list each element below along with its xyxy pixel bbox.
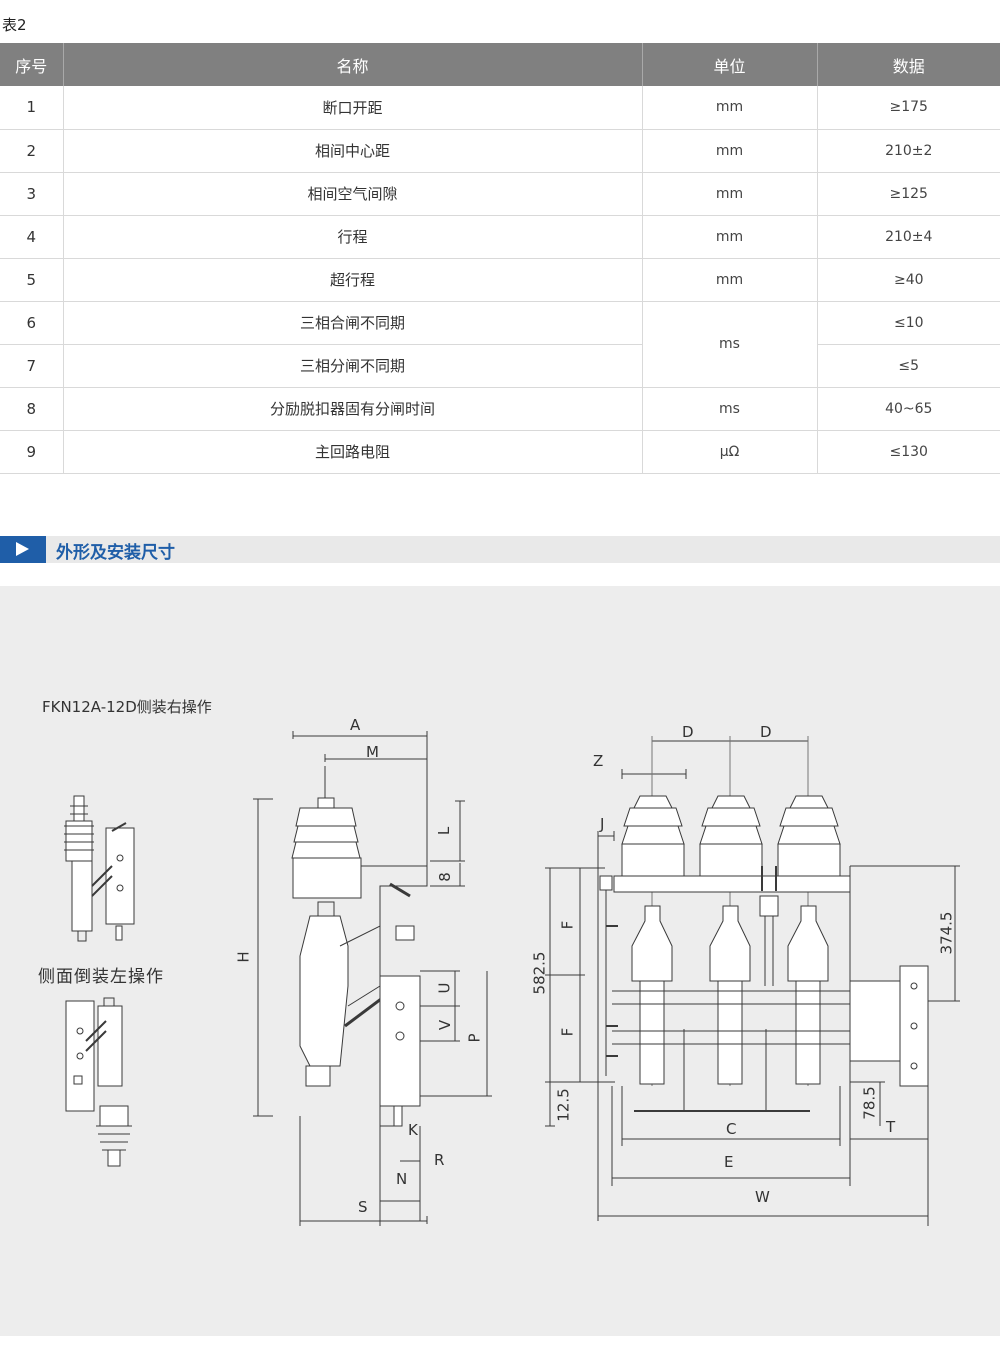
table-header-row: 序号 名称 单位 数据 (0, 43, 1000, 86)
section-flag (0, 536, 46, 563)
cell-name: 行程 (63, 215, 643, 259)
dim-78-5: 78.5 (860, 1086, 879, 1120)
cell-no: 5 (0, 258, 64, 302)
cell-unit: mm (642, 172, 818, 216)
thumbnail-right-operation (64, 795, 135, 942)
cell-value: ≤5 (817, 344, 1000, 388)
cell-no: 3 (0, 172, 64, 216)
cell-value: 210±4 (817, 215, 1000, 259)
cell-name: 三相分闸不同期 (63, 344, 643, 388)
dim-374-5: 374.5 (937, 911, 956, 955)
dim-e: E (724, 1153, 734, 1171)
dim-k: K (408, 1121, 418, 1139)
dim-h: H (234, 951, 253, 963)
table-row: 3 相间空气间隙 mm ≥125 (0, 172, 1000, 216)
dim-f-2: F (558, 1027, 577, 1037)
cell-no: 2 (0, 129, 64, 173)
cell-name: 主回路电阻 (63, 430, 643, 474)
cell-name: 超行程 (63, 258, 643, 302)
dim-l: L (435, 826, 454, 836)
cell-value: ≤130 (817, 430, 1000, 474)
cell-value: ≥40 (817, 258, 1000, 302)
cell-value: 210±2 (817, 129, 1000, 173)
cell-value: 40~65 (817, 387, 1000, 431)
dim-p: P (465, 1033, 484, 1043)
cell-unit: mm (642, 215, 818, 259)
side-view (253, 731, 492, 1226)
table-row: 7 三相分闸不同期 ≤5 (0, 344, 1000, 388)
table-row: 8 分励脱扣器固有分闸时间 ms 40~65 (0, 387, 1000, 431)
dim-j: J (600, 815, 605, 833)
table-row: 1 断口开距 mm ≥175 (0, 86, 1000, 130)
dim-c: C (726, 1120, 737, 1138)
cell-unit-merged: ms (642, 301, 818, 388)
dim-r: R (434, 1151, 445, 1169)
table-row: 6 三相合闸不同期 ms ≤10 (0, 301, 1000, 388)
dim-d-2: D (760, 723, 772, 741)
dim-d-1: D (682, 723, 694, 741)
dimension-drawing: FKN12A-12D侧装右操作 侧面倒装左操作 A M L 8 H U V P … (0, 586, 1000, 1336)
cell-name: 断口开距 (63, 86, 643, 130)
cell-no: 6 (0, 301, 64, 345)
cell-unit: μΩ (642, 430, 818, 474)
cell-unit: mm (642, 86, 818, 130)
table-row: 2 相间中心距 mm 210±2 (0, 129, 1000, 173)
dim-8: 8 (435, 872, 454, 882)
dim-s: S (358, 1198, 368, 1216)
dim-a: A (350, 716, 361, 734)
dim-12-5: 12.5 (554, 1088, 573, 1122)
header-unit: 单位 (642, 43, 818, 86)
cell-no: 8 (0, 387, 64, 431)
cell-no: 9 (0, 430, 64, 474)
cell-name: 三相合闸不同期 (63, 301, 643, 345)
front-view (545, 736, 960, 1226)
dim-z: Z (593, 752, 604, 770)
cell-value: ≥125 (817, 172, 1000, 216)
cell-value: ≤10 (817, 301, 1000, 345)
label-side-mount-right: FKN12A-12D侧装右操作 (42, 698, 212, 716)
dim-w: W (755, 1188, 770, 1206)
cell-no: 1 (0, 86, 64, 130)
dim-v: V (436, 1019, 455, 1031)
cell-no: 7 (0, 344, 64, 388)
spec-table: 序号 名称 单位 数据 1 断口开距 mm ≥175 2 相间中心距 mm 21… (0, 43, 1000, 474)
cell-name: 相间空气间隙 (63, 172, 643, 216)
cell-name: 相间中心距 (63, 129, 643, 173)
table-row: 9 主回路电阻 μΩ ≤130 (0, 430, 1000, 474)
cell-unit: mm (642, 129, 818, 173)
table-caption: 表2 (2, 16, 27, 34)
section-title: 外形及安装尺寸 (56, 543, 175, 563)
cell-no: 4 (0, 215, 64, 259)
table-row: 4 行程 mm 210±4 (0, 215, 1000, 259)
section-header: 外形及安装尺寸 (0, 536, 1000, 563)
dim-t: T (886, 1118, 896, 1136)
dim-u: U (435, 982, 454, 994)
dim-n: N (396, 1170, 408, 1188)
header-value: 数据 (817, 43, 1000, 86)
cell-unit: ms (642, 387, 818, 431)
technical-drawing-svg (64, 731, 960, 1226)
table-row: 5 超行程 mm ≥40 (0, 258, 1000, 302)
header-name: 名称 (63, 43, 643, 86)
cell-value: ≥175 (817, 86, 1000, 130)
thumbnail-left-operation (65, 997, 132, 1167)
label-inverted-left: 侧面倒装左操作 (38, 967, 164, 987)
dim-m: M (366, 743, 379, 761)
cell-name: 分励脱扣器固有分闸时间 (63, 387, 643, 431)
cell-unit: mm (642, 258, 818, 302)
play-arrow-icon (16, 542, 29, 556)
dim-582-5: 582.5 (530, 951, 549, 995)
dim-f-1: F (558, 920, 577, 930)
header-no: 序号 (0, 43, 64, 86)
